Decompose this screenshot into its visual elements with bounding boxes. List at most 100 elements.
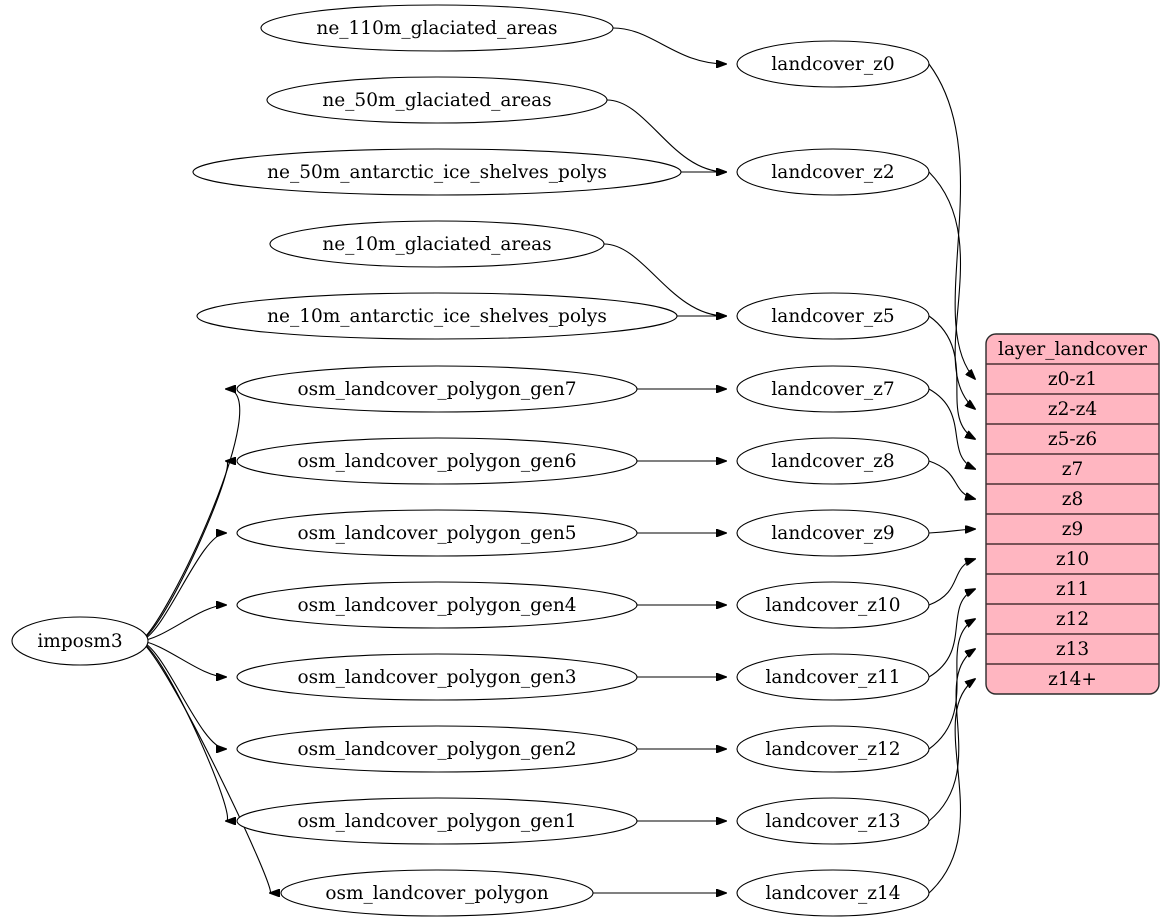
source-node-6-label: osm_landcover_polygon_gen6 <box>297 451 576 472</box>
source-node-3[interactable]: ne_10m_glaciated_areas <box>269 220 605 268</box>
source-node-5[interactable]: osm_landcover_polygon_gen7 <box>236 365 638 413</box>
edge-layer-to-record-7 <box>928 589 975 678</box>
edge-layer-to-record-9 <box>928 649 975 822</box>
layer-node-4[interactable]: landcover_z8 <box>736 437 930 485</box>
source-node-4[interactable]: ne_10m_antarctic_ice_shelves_polys <box>196 292 678 340</box>
edge-source-to-layer-0 <box>612 27 726 64</box>
record-row-z12[interactable]: z12 <box>1056 609 1089 630</box>
layer-node-5-label: landcover_z9 <box>771 523 894 544</box>
source-node-10-label: osm_landcover_polygon_gen2 <box>297 739 576 760</box>
layer-node-9-shape <box>736 797 930 845</box>
record-row-z9[interactable]: z9 <box>1062 519 1084 540</box>
layer-node-9[interactable]: landcover_z13 <box>736 797 930 845</box>
edge-imposm3-to-source-5 <box>139 389 241 642</box>
layer-node-1-shape <box>736 148 930 196</box>
source-node-10[interactable]: osm_landcover_polygon_gen2 <box>236 725 638 773</box>
source-node-11-label: osm_landcover_polygon_gen1 <box>297 811 576 832</box>
source-node-8-label: osm_landcover_polygon_gen4 <box>297 595 576 616</box>
source-node-8-shape <box>236 581 638 629</box>
source-node-4-label: ne_10m_antarctic_ice_shelves_polys <box>267 306 607 327</box>
edge-source-to-layer-1 <box>606 99 726 172</box>
layer-node-2-shape <box>736 292 930 340</box>
edge-layer-to-record-3 <box>928 388 975 469</box>
source-node-2-label: ne_50m_antarctic_ice_shelves_polys <box>267 162 607 183</box>
source-node-3-label: ne_10m_glaciated_areas <box>322 234 551 255</box>
root-node-imposm3[interactable]: imposm3 <box>11 616 149 666</box>
edge-imposm3-to-source-7 <box>139 533 226 642</box>
source-node-4-shape <box>196 292 678 340</box>
source-node-6[interactable]: osm_landcover_polygon_gen6 <box>236 437 638 485</box>
layer-node-3[interactable]: landcover_z7 <box>736 365 930 413</box>
source-node-5-shape <box>236 365 638 413</box>
edge-layer-to-record-8 <box>928 619 975 750</box>
nodes-group: ne_110m_glaciated_areas ne_50m_glaciated_… <box>11 4 930 917</box>
layer-node-8-label: landcover_z12 <box>766 739 901 760</box>
record-row-z8[interactable]: z8 <box>1062 489 1084 510</box>
edge-layer-to-record-4 <box>928 460 975 499</box>
source-node-5-label: osm_landcover_polygon_gen7 <box>297 379 576 400</box>
edge-imposm3-to-source-11 <box>139 640 228 821</box>
source-node-9-shape <box>236 653 638 701</box>
record-row-z7[interactable]: z7 <box>1062 459 1084 480</box>
source-node-9[interactable]: osm_landcover_polygon_gen3 <box>236 653 638 701</box>
source-node-12-shape <box>280 869 594 917</box>
layer-node-4-label: landcover_z8 <box>771 451 894 472</box>
layer-node-7-shape <box>736 653 930 701</box>
layer-node-10-shape <box>736 869 930 917</box>
record-row-z5-z6[interactable]: z5-z6 <box>1048 429 1097 450</box>
record-row-z0-z1[interactable]: z0-z1 <box>1048 369 1097 390</box>
layer-node-6-shape <box>736 581 930 629</box>
record-header-label: layer_landcover <box>998 339 1147 360</box>
record-row-z10[interactable]: z10 <box>1056 549 1089 570</box>
source-node-2[interactable]: ne_50m_antarctic_ice_shelves_polys <box>192 148 682 196</box>
source-node-11-shape <box>236 797 638 845</box>
record-row-z2-z4[interactable]: z2-z4 <box>1048 399 1097 420</box>
layer-node-8-shape <box>736 725 930 773</box>
root-node-imposm3-label: imposm3 <box>37 631 122 652</box>
edge-layer-to-record-0 <box>928 63 975 379</box>
layer-node-4-shape <box>736 437 930 485</box>
edge-imposm3-to-source-8 <box>139 605 226 642</box>
source-node-9-label: osm_landcover_polygon_gen3 <box>297 667 576 688</box>
record-row-z11[interactable]: z11 <box>1056 579 1089 600</box>
root-node-imposm3-shape <box>11 616 149 666</box>
record-row-z14+[interactable]: z14+ <box>1048 669 1097 690</box>
layer-node-6[interactable]: landcover_z10 <box>736 581 930 629</box>
layer-node-10[interactable]: landcover_z14 <box>736 869 930 917</box>
layer-node-2-label: landcover_z5 <box>771 306 894 327</box>
source-node-1[interactable]: ne_50m_glaciated_areas <box>266 76 608 124</box>
layer-node-1-label: landcover_z2 <box>771 162 894 183</box>
layer-node-5[interactable]: landcover_z9 <box>736 509 930 557</box>
layer-node-1[interactable]: landcover_z2 <box>736 148 930 196</box>
source-node-11[interactable]: osm_landcover_polygon_gen1 <box>236 797 638 845</box>
source-node-8[interactable]: osm_landcover_polygon_gen4 <box>236 581 638 629</box>
layer-node-7[interactable]: landcover_z11 <box>736 653 930 701</box>
layer-node-2[interactable]: landcover_z5 <box>736 292 930 340</box>
source-node-1-shape <box>266 76 608 124</box>
layer-node-7-label: landcover_z11 <box>766 667 901 688</box>
record-row-z13[interactable]: z13 <box>1056 639 1089 660</box>
source-node-3-shape <box>269 220 605 268</box>
source-node-1-label: ne_50m_glaciated_areas <box>322 90 551 111</box>
edge-layer-to-record-2 <box>928 315 975 439</box>
layer-node-0[interactable]: landcover_z0 <box>736 40 930 88</box>
edge-imposm3-to-source-6 <box>139 461 228 642</box>
layer-node-3-shape <box>736 365 930 413</box>
edge-imposm3-to-source-10 <box>139 640 226 749</box>
source-node-7[interactable]: osm_landcover_polygon_gen5 <box>236 509 638 557</box>
layer-node-0-shape <box>736 40 930 88</box>
edges-group <box>139 27 975 893</box>
edge-layer-to-record-6 <box>928 559 975 606</box>
edge-layer-to-record-5 <box>928 529 975 534</box>
edge-imposm3-to-source-9 <box>139 640 226 677</box>
source-node-6-shape <box>236 437 638 485</box>
layer-node-6-label: landcover_z10 <box>766 595 901 616</box>
source-node-0[interactable]: ne_110m_glaciated_areas <box>260 4 614 52</box>
layer-node-0-label: landcover_z0 <box>771 54 894 75</box>
layer-node-8[interactable]: landcover_z12 <box>736 725 930 773</box>
source-node-10-shape <box>236 725 638 773</box>
source-node-12[interactable]: osm_landcover_polygon <box>280 869 594 917</box>
source-node-12-label: osm_landcover_polygon <box>325 883 548 904</box>
